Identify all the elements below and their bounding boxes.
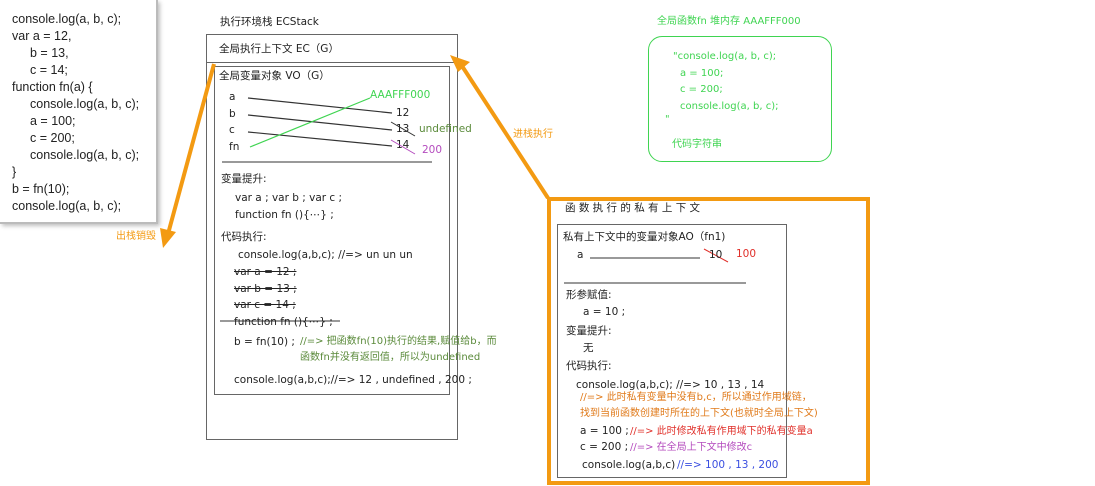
ao-value-old: 10 <box>709 249 723 261</box>
exec-line: function fn (){⋯} ; <box>234 316 333 328</box>
private-log2: console.log(a,b,c) <box>582 459 676 471</box>
code-line: a = 100; <box>30 114 76 128</box>
private-hoist-title: 变量提升: <box>566 325 612 337</box>
assign-comment: 函数fn并没有返回值，所以为undefined <box>300 352 481 363</box>
heap-line: "console.log(a, b, c); <box>673 51 777 62</box>
ao-value-new: 100 <box>736 248 757 260</box>
ao-var-a: a <box>577 249 584 261</box>
ao-box <box>557 224 787 478</box>
vo-title: 全局变量对象 VO（G） <box>219 70 330 82</box>
final-log: console.log(a,b,c);//=> 12 , undefined ,… <box>234 374 472 386</box>
value-b-new: undefined <box>419 123 472 135</box>
heap-box <box>648 36 832 162</box>
value-c: 14 <box>396 139 410 151</box>
private-exec-title: 代码执行: <box>566 360 612 372</box>
param-title: 形参赋值: <box>566 289 612 301</box>
exec-line: var c = 14 ; <box>234 299 296 311</box>
var-label-b: b <box>229 108 236 120</box>
private-a-assign: a = 100 ; <box>580 425 629 437</box>
code-line: } <box>12 165 17 179</box>
private-context-box <box>547 197 870 485</box>
value-a: 12 <box>396 107 410 119</box>
private-note: 找到当前函数创建时所在的上下文(也就时全局上下文) <box>580 408 818 419</box>
code-line: console.log(a, b, c); <box>30 97 140 111</box>
exec-line: var b = 13 ; <box>234 283 297 295</box>
vo-box <box>214 66 450 395</box>
push-label: 进栈执行 <box>513 129 553 140</box>
global-ec-box <box>206 62 458 63</box>
code-line: console.log(a, b, c); <box>30 148 140 162</box>
private-log2-result: //=> 100 , 13 , 200 <box>677 459 779 471</box>
hoist-line: function fn (){⋯} ; <box>235 209 334 221</box>
hoist-title: 变量提升: <box>221 173 267 185</box>
code-line: c = 14; <box>30 63 68 77</box>
ao-title: 私有上下文中的变量对象AO（fn1) <box>563 231 726 243</box>
code-line: b = fn(10); <box>12 182 70 196</box>
ecstack-box <box>206 34 458 440</box>
exec-line: console.log(a,b,c); //=> un un un <box>238 249 413 261</box>
code-line: console.log(a, b, c); <box>12 199 122 213</box>
code-line: function fn(a) { <box>12 80 93 94</box>
private-a-note: //=> 此时修改私有作用域下的私有变量a <box>630 426 813 437</box>
private-context-title: 函 数 执 行 的 私 有 上 下 文 <box>565 202 701 214</box>
assign-comment: //=> 把函数fn(10)执行的结果,赋值给b，而 <box>300 336 497 347</box>
heap-footer: 代码字符串 <box>672 139 722 150</box>
var-label-c: c <box>229 124 235 136</box>
code-line: var a = 12, <box>12 29 72 43</box>
ecstack-title: 执行环境栈 ECStack <box>220 16 319 28</box>
private-log1: console.log(a,b,c); //=> 10 , 13 , 14 <box>576 379 765 391</box>
heap-line: c = 200; <box>680 84 723 95</box>
private-c-note: //=> 在全局上下文中修改c <box>630 442 753 453</box>
code-line: b = 13, <box>30 46 69 60</box>
source-code-panel: console.log(a, b, c); var a = 12, b = 13… <box>0 0 158 224</box>
var-label-a: a <box>229 91 236 103</box>
private-note: //=> 此时私有变量中没有b,c，所以通过作用域链， <box>580 392 812 403</box>
value-c-new: 200 <box>422 144 443 156</box>
heap-title: 全局函数fn 堆内存 AAAFFF000 <box>657 16 801 27</box>
exec-line: var a = 12 ; <box>234 266 297 278</box>
heap-line: a = 100; <box>680 68 724 79</box>
exec-title: 代码执行: <box>221 231 267 243</box>
heap-line: " <box>665 114 670 125</box>
code-line: c = 200; <box>30 131 75 145</box>
assign-code: b = fn(10) ; <box>234 336 295 348</box>
param-line: a = 10 ; <box>583 306 626 318</box>
pop-label: 出栈销毁 <box>116 231 156 242</box>
private-c-assign: c = 200 ; <box>580 441 629 453</box>
heap-line: console.log(a, b, c); <box>680 101 779 112</box>
value-fn-address: AAAFFF000 <box>370 89 431 101</box>
var-label-fn: fn <box>229 141 240 153</box>
private-hoist-none: 无 <box>583 342 594 354</box>
hoist-line: var a ; var b ; var c ; <box>235 192 343 204</box>
global-ec-title: 全局执行上下文 EC（G） <box>219 43 339 55</box>
code-line: console.log(a, b, c); <box>12 12 122 26</box>
